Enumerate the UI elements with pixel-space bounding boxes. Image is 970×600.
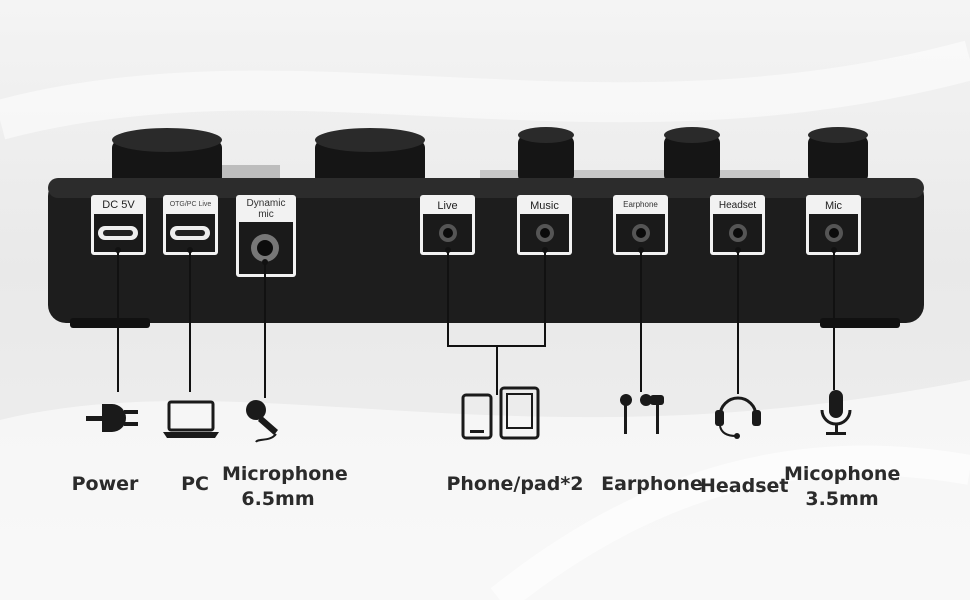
knob-3 (518, 127, 574, 183)
port-label-live: Live (437, 200, 458, 212)
caption-micophone-3-5mm: Micophone 3.5mm (784, 462, 900, 511)
caption-micophone-line1: Micophone (784, 463, 901, 485)
caption-microphone-line1: Microphone (222, 463, 348, 485)
phone-icon (461, 393, 493, 440)
port-label-dc5v: DC 5V (102, 199, 135, 211)
caption-phone-pad: Phone/pad*2 (446, 473, 584, 495)
earphones-icon (620, 394, 664, 434)
port-label-dynamic-mic: Dynamic mic (246, 198, 286, 220)
port-label-music: Music (530, 200, 559, 212)
port-label-earphone: Earphone (623, 200, 658, 209)
port-label-headset: Headset (718, 200, 757, 211)
usb-c-port (98, 226, 138, 240)
knob-1 (112, 128, 222, 185)
caption-earphone: Earphone (601, 473, 703, 495)
laptop-icon (163, 400, 219, 438)
tablet-icon (499, 386, 540, 440)
knob-4 (664, 127, 720, 183)
caption-micophone-line2: 3.5mm (805, 487, 879, 510)
headset-icon (715, 396, 761, 439)
power-plug-icon (86, 404, 138, 432)
desk-microphone-icon (820, 390, 852, 435)
knob-2 (315, 128, 425, 185)
handheld-microphone-icon (246, 400, 278, 443)
caption-power: Power (71, 473, 139, 495)
caption-pc: PC (181, 473, 209, 495)
knob-5 (808, 127, 868, 183)
usb-c-port (170, 226, 210, 240)
port-label-mic: Mic (824, 200, 843, 212)
caption-microphone-6-5mm: Microphone 6.5mm (222, 462, 348, 511)
connection-lines (117, 250, 835, 398)
caption-headset: Headset (700, 475, 789, 497)
caption-microphone-line2: 6.5mm (241, 487, 315, 510)
port-label-otg: OTG/PC Live (169, 201, 212, 208)
